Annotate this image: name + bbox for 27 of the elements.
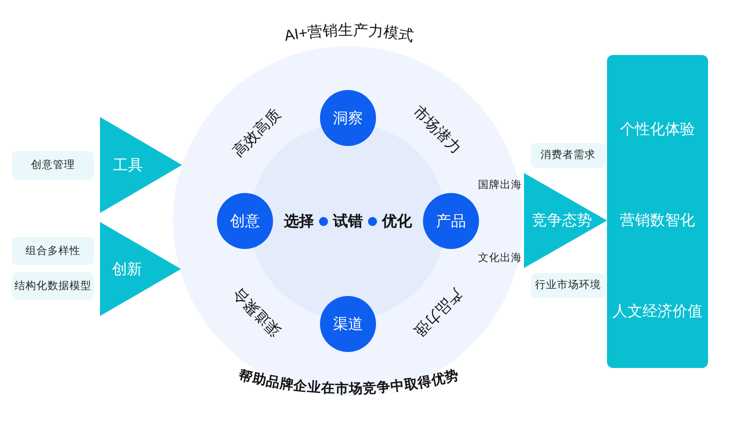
side-label: 国牌出海: [478, 180, 522, 190]
topic-text: 渠道: [333, 316, 363, 332]
ring-text: 市场潜力: [410, 103, 464, 157]
step-text: 优化: [382, 214, 412, 228]
topic-text: 产品: [436, 214, 466, 228]
result-panel: [607, 55, 708, 368]
card-text: 组合多样性: [26, 246, 80, 256]
pointer-text: 竞争态势: [532, 213, 592, 228]
card-text: 行业市场环境: [535, 280, 601, 291]
result-text: 人文经济价值: [612, 303, 702, 321]
card-text: 结构化数据模型: [14, 280, 92, 292]
result-text: 营销数智化: [620, 212, 695, 230]
card-text: 创意管理: [31, 160, 75, 171]
step-text: 试错: [333, 214, 363, 228]
result-text: 个性化体验: [620, 121, 695, 139]
curved-caption: 帮助品牌企业在市场竞争中取得优势: [237, 367, 461, 396]
ring-text: 产品力强: [411, 285, 465, 339]
step-text: 选择: [284, 214, 314, 228]
card-text: 消费者需求: [540, 150, 596, 161]
side-label: 文化出海: [478, 252, 522, 264]
ring-text: 高效高质: [230, 106, 284, 160]
pointer-text: 工具: [113, 158, 143, 172]
curved-title: AI+营销生产力模式: [283, 22, 415, 45]
pointer-text: 创新: [112, 262, 142, 276]
topic-text: 创意: [230, 214, 260, 228]
ring-text: 渠道聚合: [230, 285, 284, 339]
topic-text: 洞察: [333, 110, 363, 126]
